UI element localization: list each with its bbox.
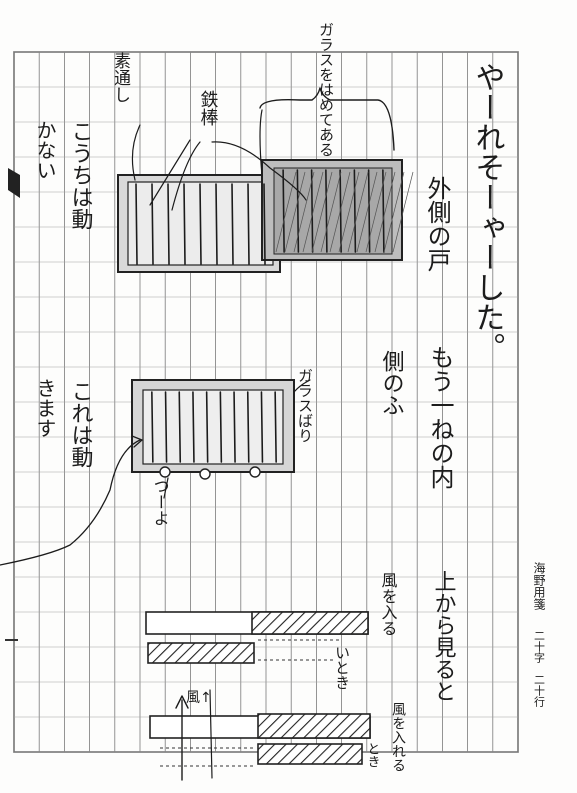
window-bar [183,183,186,265]
window-bar [263,183,266,265]
window-bar [178,391,182,463]
window-bar [199,183,202,265]
shading-stroke [356,171,378,253]
window-bar [231,183,234,265]
note-left-4: これは動 [68,380,94,468]
shading-stroke [383,171,405,253]
window-bar [247,183,250,265]
window-bar [339,169,342,253]
shading-stroke [293,171,315,253]
window-bar [282,169,285,253]
label-wind-in-2: 風を入れる [390,702,406,772]
plan-drawing [145,611,371,781]
paper-brand: 海野用箋 [532,561,546,610]
shading-stroke [392,171,414,253]
label-toki-2: とき [365,742,380,768]
note-left-3: きます [33,378,57,438]
paper-format: 二十字 二十行 [533,630,546,708]
label-wind-in-1: 風を入る [379,572,398,636]
label-wheel: つーよ [151,478,170,526]
shading-stroke [338,171,360,253]
window-bar [151,391,154,463]
note-left-2: こうちは動 [68,120,94,230]
label-wind-arrow: 風↑ [186,690,212,706]
label-glass-mid: ガラスばり [296,368,314,443]
window-bar [274,391,277,463]
window-bar [310,169,314,253]
window-bar [233,391,236,463]
window-bar [325,169,328,253]
window-bar [260,391,264,463]
window-bar [205,391,209,463]
note-col-2: 外側の戸 [423,176,451,272]
window-bar [135,183,138,265]
window-bar [353,169,357,253]
window-bar [192,391,195,463]
note-col-1: やーれそーゃーした。 [470,62,505,362]
window-bar [164,391,168,463]
window-drawing-middle [0,379,311,566]
shading-stroke [329,171,351,253]
shading-stroke [365,171,387,253]
window-bar [296,169,300,253]
label-glass-top: ガラスをはめてある [317,22,335,157]
shading-stroke [302,171,324,253]
label-iron: 鉄棒 [198,90,219,126]
shading-stroke [347,171,369,253]
shading-stroke [374,171,396,253]
shading-stroke [320,171,342,253]
window-bar [219,391,223,463]
window-bar [167,183,170,265]
shading-stroke [284,171,306,253]
label-sliding: 素通し [110,52,131,103]
shading-stroke [311,171,333,253]
window-drawing-top [117,87,414,273]
window-bar [246,391,250,463]
window-bar [215,183,218,265]
label-toki: いとき [333,645,351,690]
note-col-4: 側のふ [379,350,405,416]
note-col-3: もう一ねの内 [426,345,454,489]
edge-mark [8,168,20,198]
window-bar [151,183,154,265]
note-left-1: かない [33,120,57,180]
note-col-5: 上から見ると [431,570,457,702]
